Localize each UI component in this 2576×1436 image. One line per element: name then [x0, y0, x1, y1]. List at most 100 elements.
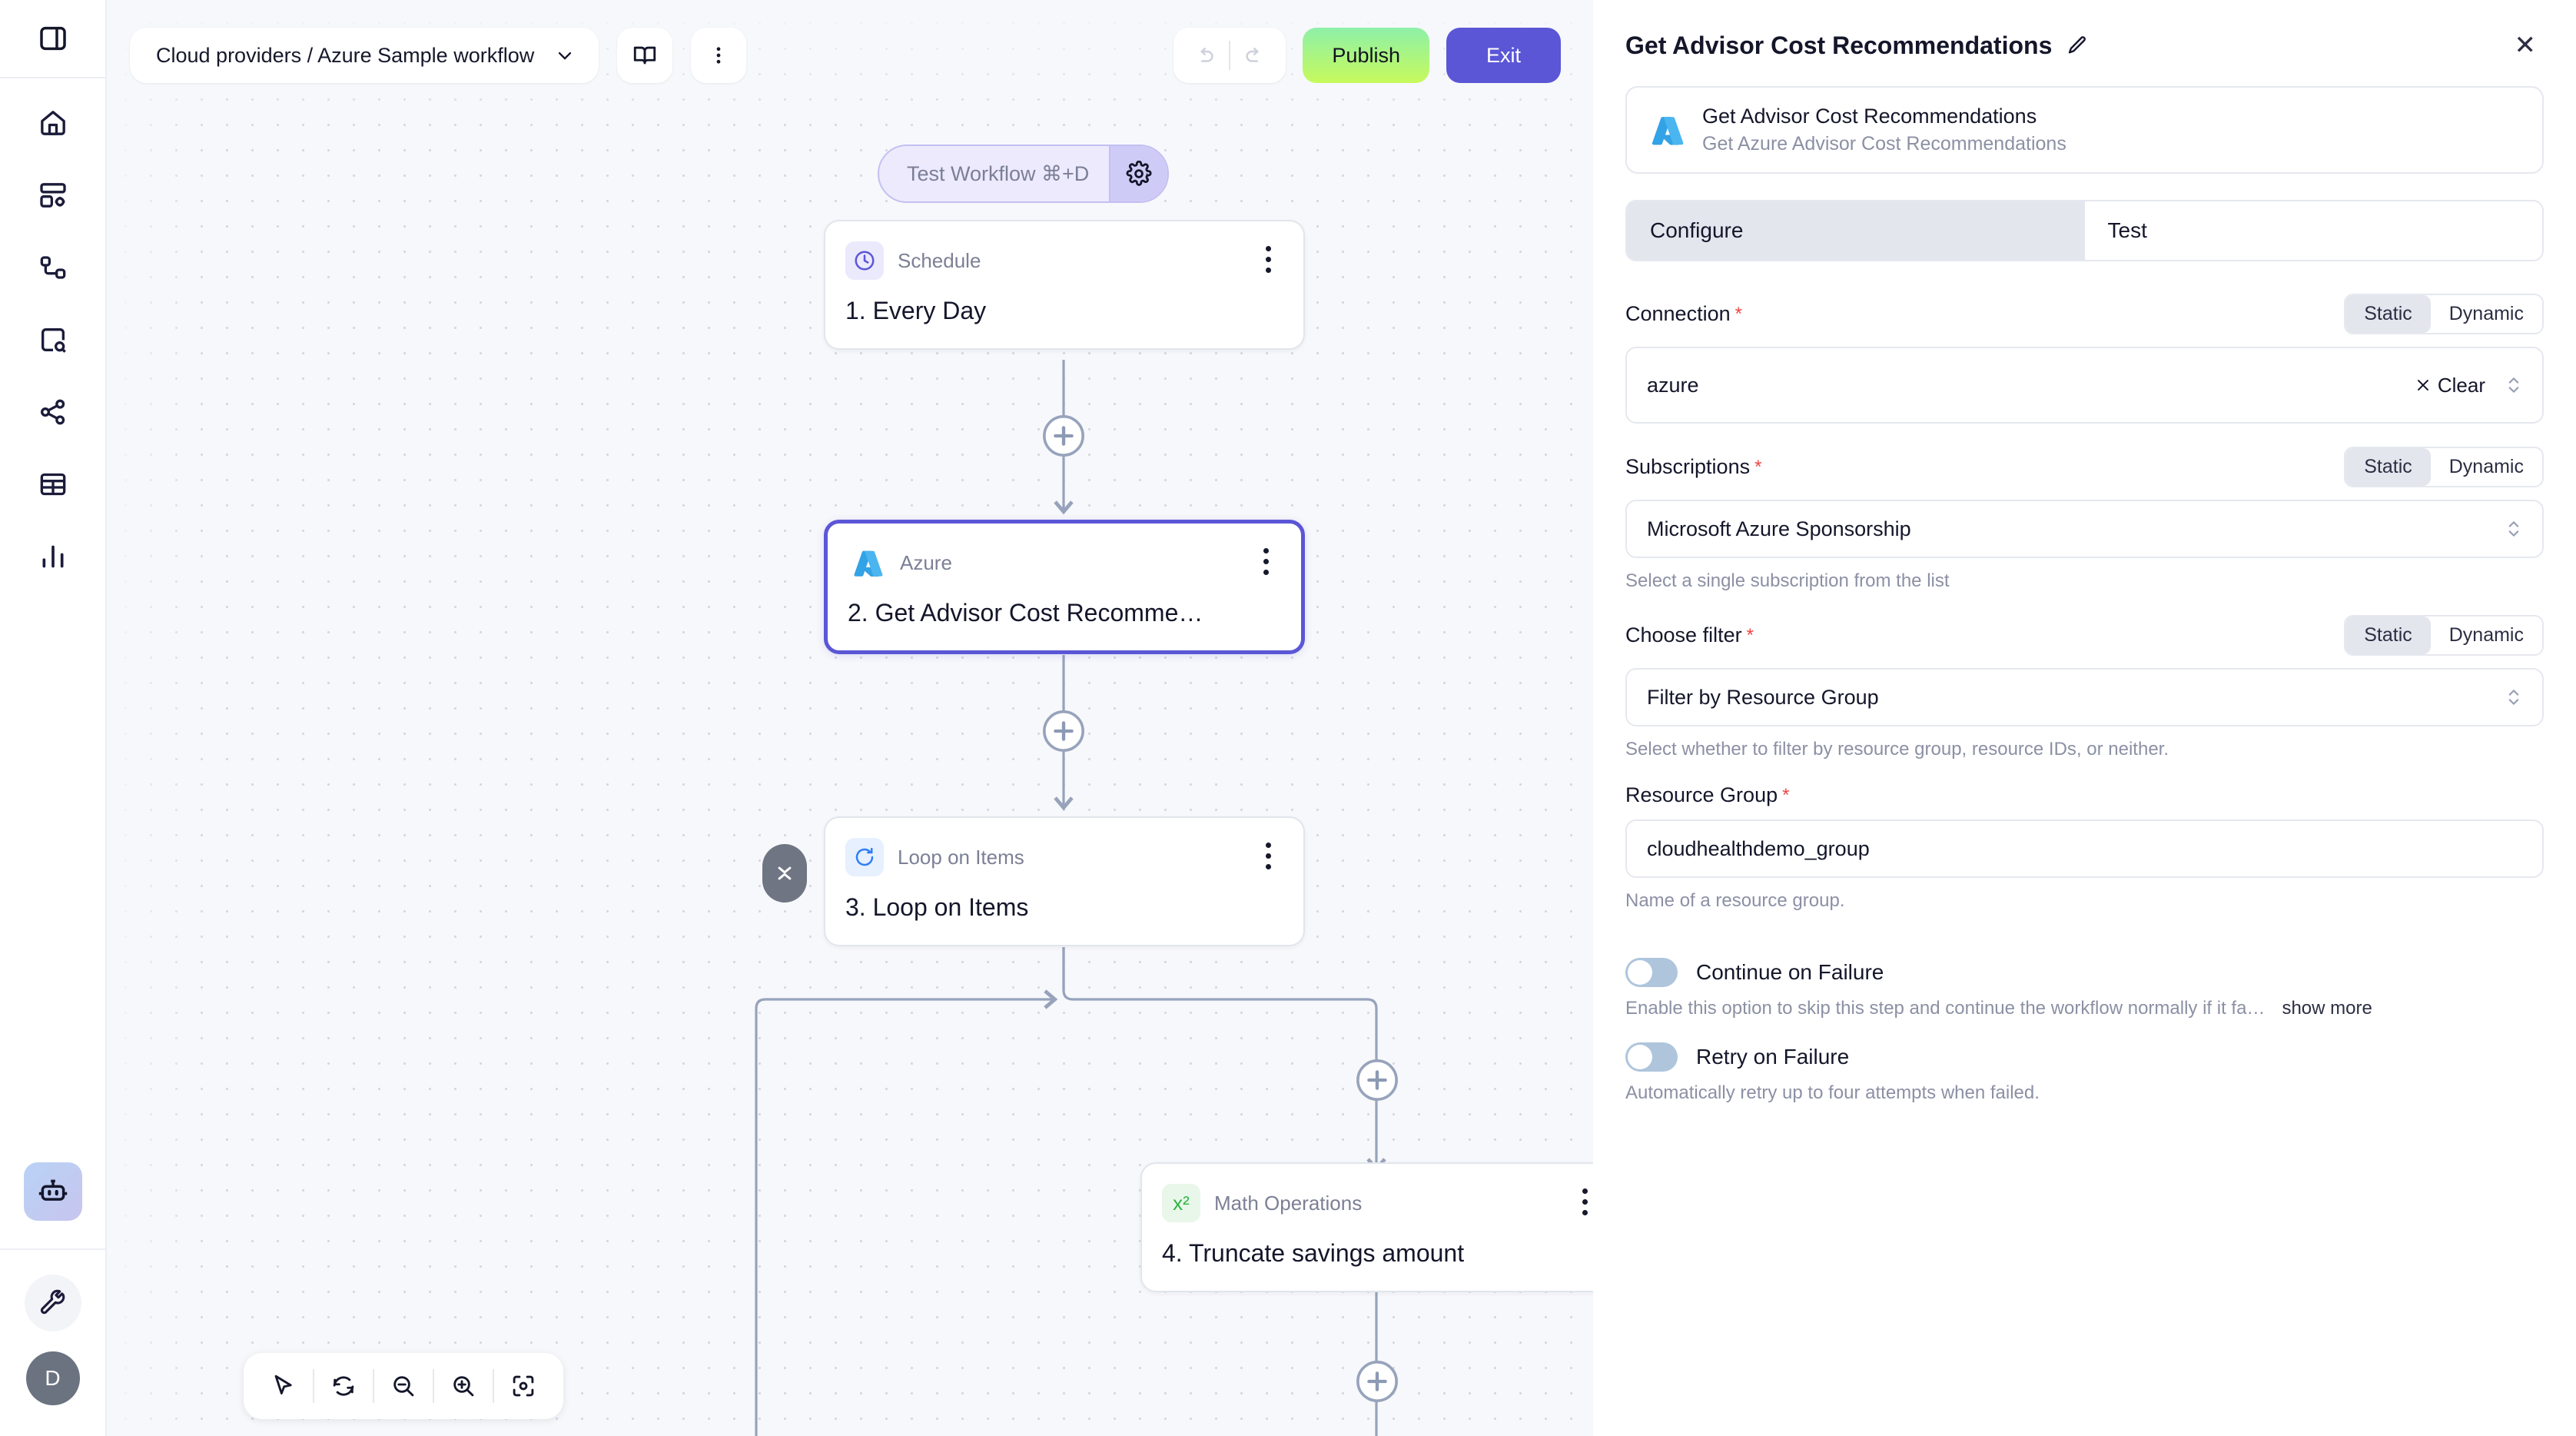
undo-button[interactable]	[1181, 32, 1229, 79]
workflow-node-loop[interactable]: Loop on Items 3. Loop on Items	[824, 816, 1305, 946]
loop-refresh-icon	[845, 838, 884, 876]
chevron-updown-icon[interactable]	[2505, 374, 2522, 397]
node-header: Schedule	[825, 221, 1303, 280]
node-title: 2. Get Advisor Cost Recomme…	[848, 599, 1203, 627]
operation-text: Get Advisor Cost Recommendations Get Azu…	[1702, 105, 2066, 155]
subscriptions-mode-toggle: Static Dynamic	[2344, 447, 2544, 487]
workflow-breadcrumb-dropdown[interactable]: Cloud providers / Azure Sample workflow	[130, 28, 599, 83]
required-marker: *	[1754, 456, 1762, 477]
canvas-toolbar-right: Publish Exit	[1173, 28, 1561, 83]
select-tool-button[interactable]	[254, 1357, 313, 1415]
node-header: Loop on Items	[825, 818, 1303, 876]
connection-input[interactable]: azure Clear	[1625, 347, 2544, 424]
settings-wrench-button[interactable]	[24, 1275, 81, 1331]
workflow-node-schedule[interactable]: Schedule 1. Every Day	[824, 220, 1305, 350]
wrench-icon	[38, 1288, 68, 1318]
docs-button[interactable]	[617, 28, 673, 83]
mode-dynamic[interactable]: Dynamic	[2430, 295, 2542, 333]
sidebar-item-workflows[interactable]	[25, 240, 81, 295]
node-type-label: Azure	[900, 550, 952, 574]
mode-static[interactable]: Static	[2345, 448, 2431, 486]
choose-filter-select[interactable]: Filter by Resource Group	[1625, 668, 2544, 726]
fit-view-button[interactable]	[494, 1357, 553, 1415]
config-panel: Get Advisor Cost Recommendations ✕ Get A…	[1593, 0, 2576, 1436]
sidebar-item-integrations[interactable]	[25, 384, 81, 440]
toggle-description: Automatically retry up to four attempts …	[1625, 1082, 2040, 1103]
undo-redo-group	[1173, 28, 1286, 83]
sidebar-item-explore[interactable]	[25, 312, 81, 367]
panel-header: Get Advisor Cost Recommendations ✕	[1625, 0, 2544, 86]
subscriptions-select[interactable]: Microsoft Azure Sponsorship	[1625, 500, 2544, 558]
node-more-menu-button[interactable]	[1249, 542, 1283, 580]
required-marker: *	[1782, 784, 1790, 806]
avatar[interactable]: D	[25, 1351, 80, 1405]
publish-button[interactable]: Publish	[1303, 28, 1429, 83]
book-icon	[632, 42, 658, 68]
collapse-loop-button[interactable]	[762, 844, 807, 902]
field-resource-group: Resource Group * cloudhealthdemo_group N…	[1625, 783, 2544, 912]
undo-icon	[1193, 44, 1217, 67]
node-header: x² Math Operations	[1142, 1164, 1593, 1222]
redo-icon	[1243, 44, 1266, 67]
operation-description: Get Azure Advisor Cost Recommendations	[1702, 133, 2066, 155]
sidebar-item-analytics[interactable]	[25, 529, 81, 584]
workflow-more-menu-button[interactable]	[691, 28, 747, 83]
fit-view-icon	[510, 1373, 536, 1399]
field-choose-filter: Choose filter * Static Dynamic Filter by…	[1625, 615, 2544, 760]
clock-icon	[845, 241, 884, 280]
node-more-menu-button[interactable]	[1251, 240, 1285, 278]
retry-on-failure-switch[interactable]	[1625, 1042, 1678, 1072]
field-label: Subscriptions	[1625, 455, 1751, 478]
close-icon[interactable]: ✕	[2514, 31, 2537, 60]
field-hint: Select whether to filter by resource gro…	[1625, 739, 2169, 760]
dashboard-settings-icon	[38, 180, 68, 211]
clear-connection-button[interactable]: Clear	[2415, 374, 2485, 397]
field-subscriptions: Subscriptions * Static Dynamic Microsoft…	[1625, 447, 2544, 592]
reset-layout-icon	[330, 1373, 357, 1399]
tab-test[interactable]: Test	[2084, 201, 2542, 260]
canvas-controls	[244, 1353, 563, 1419]
add-step-button[interactable]	[1041, 414, 1086, 458]
panel-tabs: Configure Test	[1625, 200, 2544, 261]
gear-icon[interactable]	[1109, 146, 1168, 201]
search-box-icon	[38, 324, 68, 355]
node-more-menu-button[interactable]	[1568, 1182, 1593, 1221]
clear-label: Clear	[2437, 373, 2485, 397]
show-more-link[interactable]: show more	[2282, 998, 2372, 1019]
redo-button[interactable]	[1230, 32, 1278, 79]
workflow-node-azure[interactable]: Azure 2. Get Advisor Cost Recomme…	[824, 520, 1305, 654]
sidebar-item-tables[interactable]	[25, 457, 81, 512]
mode-dynamic[interactable]: Dynamic	[2430, 617, 2542, 654]
tab-configure[interactable]: Configure	[1627, 201, 2085, 260]
zoom-out-button[interactable]	[374, 1357, 433, 1415]
chevron-updown-icon[interactable]	[2505, 517, 2522, 540]
chevron-updown-icon[interactable]	[2505, 686, 2522, 709]
connection-value: azure	[1647, 373, 1699, 397]
add-step-button[interactable]	[1355, 1359, 1399, 1404]
ai-assistant-button[interactable]	[23, 1162, 82, 1221]
continue-on-failure-switch[interactable]	[1625, 958, 1678, 987]
toggle-retry-on-failure: Retry on Failure Automatically retry up …	[1625, 1019, 2544, 1104]
add-step-button[interactable]	[1355, 1058, 1399, 1102]
azure-icon	[848, 543, 886, 582]
mode-dynamic[interactable]: Dynamic	[2430, 448, 2542, 486]
sidebar-toggle-button[interactable]	[0, 0, 105, 78]
zoom-in-button[interactable]	[434, 1357, 493, 1415]
node-more-menu-button[interactable]	[1251, 836, 1285, 875]
add-step-button[interactable]	[1041, 709, 1086, 753]
sidebar-item-dashboards[interactable]	[25, 168, 81, 223]
resource-group-input[interactable]: cloudhealthdemo_group	[1625, 819, 2544, 878]
mode-static[interactable]: Static	[2345, 617, 2431, 654]
mode-static[interactable]: Static	[2345, 295, 2431, 333]
workflow-node-math[interactable]: x² Math Operations 4. Truncate savings a…	[1140, 1162, 1593, 1292]
workflow-canvas[interactable]: Cloud providers / Azure Sample workflow	[107, 0, 1593, 1436]
exit-button[interactable]: Exit	[1446, 28, 1561, 83]
required-marker: *	[1746, 624, 1754, 646]
field-label: Choose filter	[1625, 623, 1742, 647]
field-label: Resource Group	[1625, 783, 1778, 806]
choose-filter-value: Filter by Resource Group	[1647, 685, 1879, 709]
reset-tool-button[interactable]	[314, 1357, 373, 1415]
pencil-icon[interactable]	[2066, 34, 2089, 57]
sidebar-item-home[interactable]	[25, 95, 81, 151]
test-workflow-pill[interactable]: Test Workflow ⌘+D	[878, 145, 1170, 203]
